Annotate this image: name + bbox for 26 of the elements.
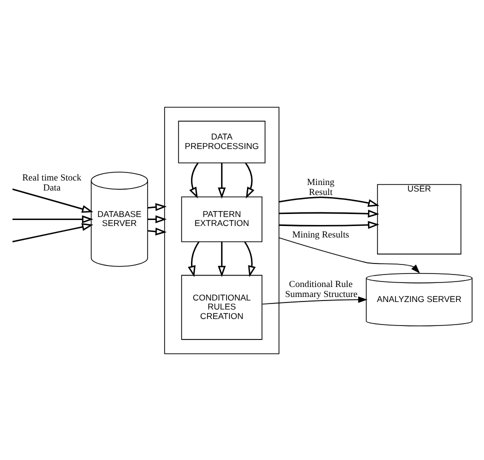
- arrow: [148, 214, 167, 223]
- arrow: [148, 227, 167, 235]
- arrow: [218, 241, 226, 277]
- node-box: DATA PREPROCESSING: [178, 120, 266, 163]
- arrow: [148, 202, 167, 211]
- edge-label: Conditional Rule Summary Structure: [285, 279, 358, 300]
- arrow: [12, 214, 94, 223]
- arrow: [278, 220, 380, 228]
- node-box: PATTERN EXTRACTION: [181, 196, 262, 242]
- arrow: [12, 188, 94, 212]
- edge-label: Mining Result: [307, 177, 334, 198]
- arrow: [278, 196, 380, 206]
- cluster: [164, 106, 280, 354]
- arrow: [278, 236, 420, 273]
- arrow: [278, 209, 380, 218]
- arrow: [189, 162, 199, 198]
- edge-label: Mining Results: [292, 230, 350, 240]
- arrow: [12, 222, 94, 242]
- arrow: [218, 162, 226, 198]
- arrow: [188, 240, 200, 277]
- edge-label: Real time Stock Data: [22, 172, 82, 193]
- arrow: [245, 162, 254, 198]
- node-box: USER: [377, 184, 462, 254]
- arrow: [244, 240, 256, 277]
- node-box: CONDITIONAL RULES CREATION: [181, 274, 262, 340]
- arrow: [262, 296, 368, 304]
